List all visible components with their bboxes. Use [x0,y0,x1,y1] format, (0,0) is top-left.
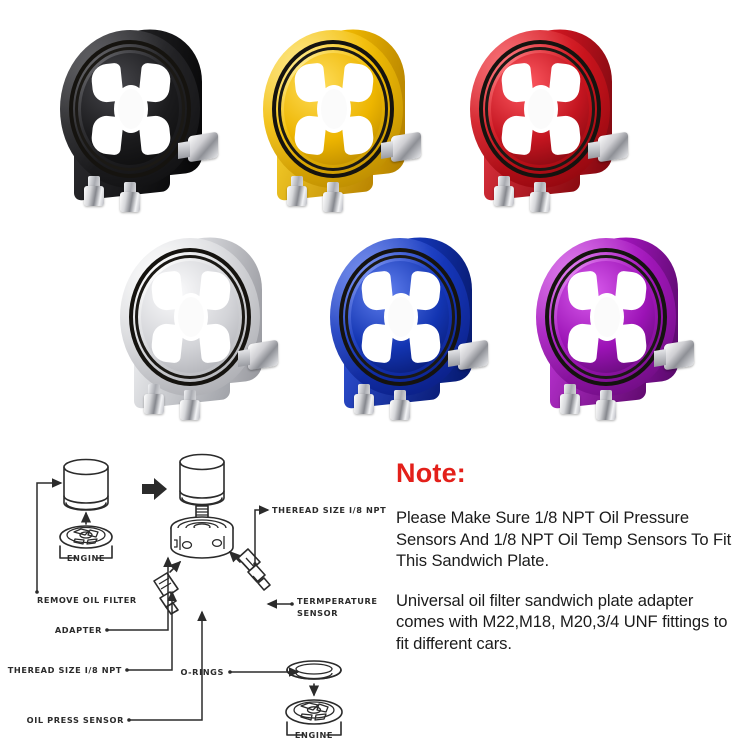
diagram-label-temperature-sensor-line2: SENSOR [297,608,338,618]
center-bore-inner [388,297,414,337]
o-ring-outer [479,40,601,178]
diagram-label-o-rings: O-RINGS [180,667,224,677]
oil-filter-right [179,453,225,506]
side-hex-fitting [458,339,488,371]
adapter-body-blue [322,230,502,430]
note-paragraph-2: Universal oil filter sandwich plate adap… [396,590,728,653]
side-hex-fitting [248,339,278,371]
mounting-bolt [596,390,616,420]
engine-bracket-left-b [97,545,113,559]
o-ring-outer [69,40,191,178]
note-title: Note: [396,458,466,488]
mounting-bolt [287,176,307,206]
mounting-bolt [530,182,550,212]
adapter-body-red [462,22,642,222]
installation-diagram: .ln{fill:none;stroke:#2b2b2b;stroke-widt… [2,440,394,750]
mounting-bolt [390,390,410,420]
mounting-bolt [560,384,580,414]
engine-boss-right [285,699,343,725]
note-paragraph-1: Please Make Sure 1/8 NPT Oil Pressure Se… [396,508,732,571]
o-ring-outer [272,40,394,178]
o-ring-outer [129,248,251,386]
mounting-bolt [84,176,104,206]
center-bore-inner [178,297,204,337]
product-variant-silver[interactable] [112,230,292,430]
arrow-press-sensor [169,560,182,573]
mounting-bolt [144,384,164,414]
leader-thread-bottom [127,590,177,671]
engine-boss-left [59,525,113,549]
mounting-bolt [180,390,200,420]
engine-bracket-left-a [59,545,77,559]
adapter-body-black [52,22,232,222]
engine-bracket-right-a [286,721,304,736]
product-variant-gold[interactable] [255,22,435,222]
installation-diagram-svg: .ln{fill:none;stroke:#2b2b2b;stroke-widt… [8,453,386,740]
arrow-temp-sensor [228,550,241,563]
diagram-label-engine-right: ENGINE [295,730,333,740]
leader-adapter [107,556,173,631]
leader-remove-oil-filter [36,478,63,592]
adapter-body-purple [528,230,708,430]
side-hex-fitting [391,131,421,163]
adapter-body-silver [112,230,292,430]
o-ring-inner [551,255,661,379]
o-ring-inner [135,255,245,379]
lower-section: .ln{fill:none;stroke:#2b2b2b;stroke-widt… [0,440,750,750]
mounting-bolt [323,182,343,212]
mounting-bolt [494,176,514,206]
o-ring-outer [545,248,667,386]
product-variant-black[interactable] [52,22,232,222]
o-ring-diagram [286,660,342,680]
leader-thread-top [254,505,270,564]
center-bore-inner [594,297,620,337]
diagram-label-temperature-sensor: TERMPERATURE [297,596,378,606]
center-bore-inner [321,89,347,129]
diagram-label-oil-press-sensor: OIL PRESS SENSOR [27,715,124,725]
oil-press-sensor-diagram [153,572,179,615]
diagram-label-engine-left: ENGINE [67,553,105,563]
process-arrow [142,478,167,500]
mounting-bolt [354,384,374,414]
center-bore-inner [528,89,554,129]
product-variant-red[interactable] [462,22,642,222]
product-variant-blue[interactable] [322,230,502,430]
side-hex-fitting [664,339,694,371]
o-ring-inner [345,255,455,379]
sandwich-plate-diagram [170,516,234,559]
temperature-sensor-diagram [237,548,271,591]
diagram-label-adapter: ADAPTER [55,625,102,635]
side-hex-fitting [188,131,218,163]
diagram-label-thread-size-top: THEREAD SIZE I/8 NPT [272,505,386,515]
product-variant-purple[interactable] [528,230,708,430]
engine-bracket-right-b [326,721,342,736]
o-ring-inner [278,47,388,171]
o-ring-outer [339,248,461,386]
o-ring-inner [485,47,595,171]
leader-oil-press-sensor [129,610,207,721]
diagram-label-remove-oil-filter: REMOVE OIL FILTER [37,595,137,605]
adapter-body-gold [255,22,435,222]
o-ring-inner [75,47,185,171]
diagram-label-thread-size-bottom: THEREAD SIZE I/8 NPT [8,665,122,675]
oil-filter-left [63,458,109,511]
note-block: Note: Please Make Sure 1/8 NPT Oil Press… [396,460,742,654]
mounting-bolt [120,182,140,212]
side-hex-fitting [598,131,628,163]
center-bore-inner [118,89,144,129]
product-color-gallery [0,0,750,440]
